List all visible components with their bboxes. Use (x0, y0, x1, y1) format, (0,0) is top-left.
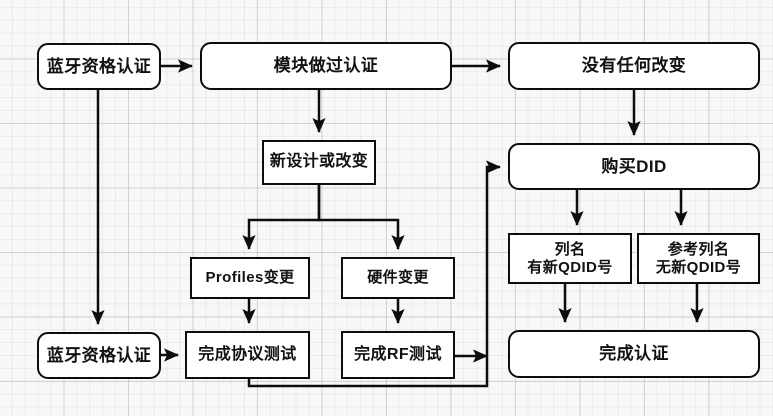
node-label-ref-no-qdid: 参考列名 无新QDID号 (655, 241, 742, 276)
node-protocol-test[interactable]: 完成协议测试 (185, 331, 310, 379)
node-label-protocol-test: 完成协议测试 (198, 345, 297, 363)
node-label-bt-cert-top: 蓝牙资格认证 (46, 56, 152, 76)
connector-protocol-test-to-buy-did (247, 160, 502, 388)
node-label-profiles-change: Profiles变更 (205, 269, 295, 287)
node-buy-did[interactable]: 购买DID (508, 143, 760, 190)
node-label-no-change: 没有任何改变 (581, 56, 687, 76)
node-label-buy-did: 购买DID (601, 156, 667, 176)
node-new-design[interactable]: 新设计或改变 (262, 140, 376, 185)
node-bt-cert-bottom[interactable]: 蓝牙资格认证 (37, 332, 161, 379)
node-listed-new-qdid[interactable]: 列名 有新QDID号 (508, 233, 632, 284)
node-label-new-design: 新设计或改变 (269, 153, 369, 171)
node-profiles-change[interactable]: Profiles变更 (190, 257, 310, 299)
node-ref-no-qdid[interactable]: 参考列名 无新QDID号 (637, 233, 760, 284)
node-label-listed-new-qdid: 列名 有新QDID号 (527, 241, 613, 276)
node-label-cert-complete: 完成认证 (599, 344, 669, 364)
node-bt-cert-top[interactable]: 蓝牙资格认证 (37, 43, 161, 90)
node-label-bt-cert-bottom: 蓝牙资格认证 (46, 345, 152, 365)
node-rf-test[interactable]: 完成RF测试 (341, 331, 455, 379)
node-cert-complete[interactable]: 完成认证 (508, 330, 760, 378)
edge-layer (91, 59, 704, 388)
node-module-certified[interactable]: 模块做过认证 (200, 42, 452, 90)
connector-new-design-to-hardware-change (317, 185, 405, 251)
connector-new-design-to-profiles-change (242, 185, 321, 251)
node-label-rf-test: 完成RF测试 (354, 345, 442, 363)
node-hardware-change[interactable]: 硬件变更 (341, 257, 455, 299)
node-label-hardware-change: 硬件变更 (367, 269, 429, 287)
node-no-change[interactable]: 没有任何改变 (508, 42, 760, 90)
node-label-module-certified: 模块做过认证 (273, 56, 379, 76)
